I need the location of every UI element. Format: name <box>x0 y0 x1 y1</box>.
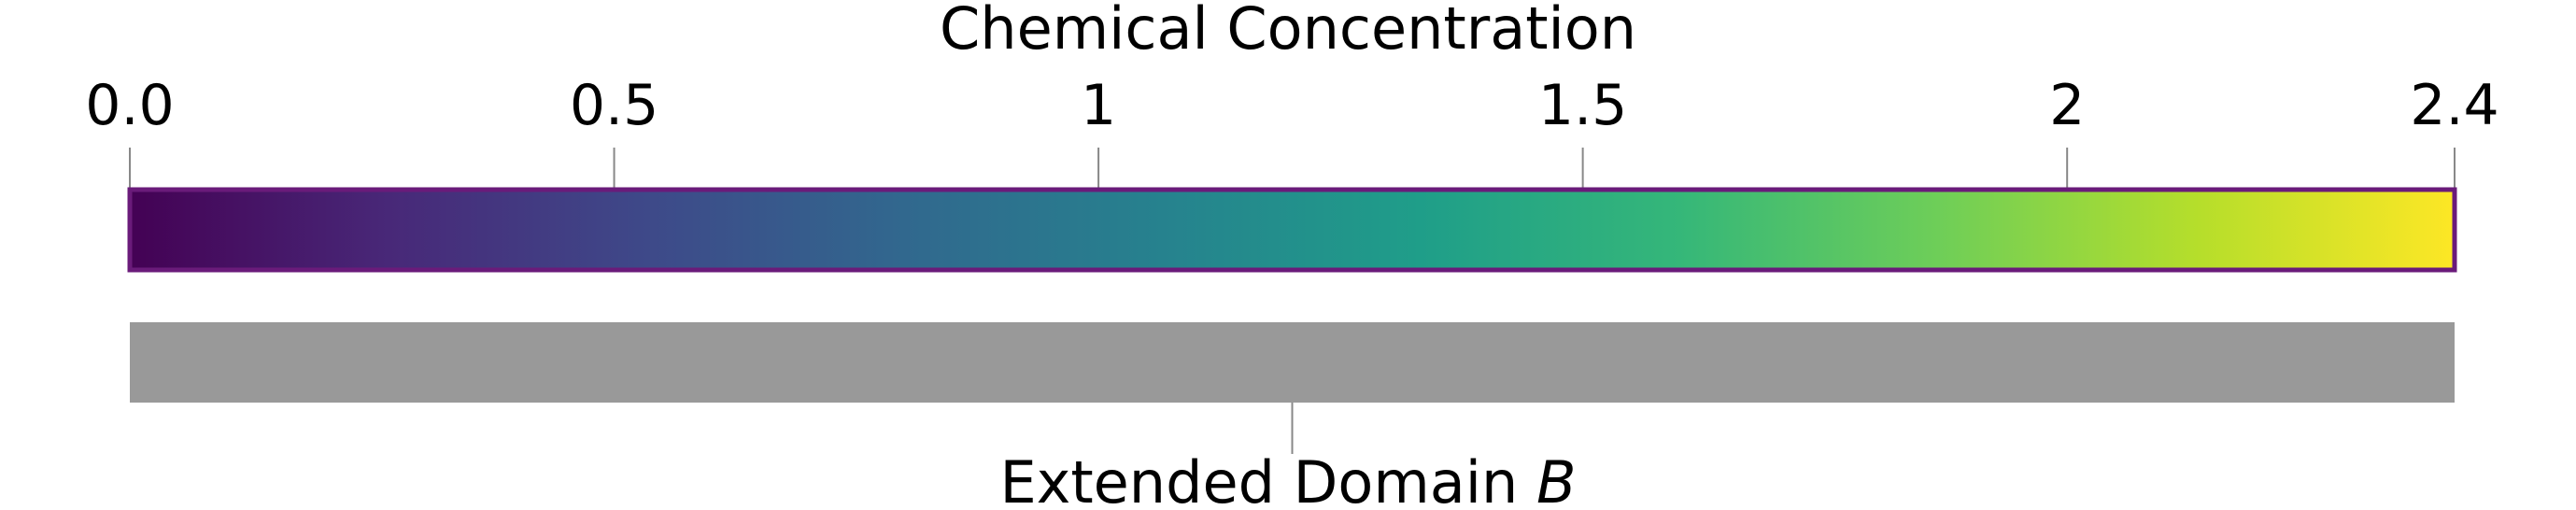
colorbar-tick-label: 1 <box>1081 73 1116 138</box>
colorbar-title: Chemical Concentration <box>940 0 1636 63</box>
extended-domain-bar <box>130 322 2455 403</box>
colorbar-tick-label: 2.4 <box>2410 73 2498 138</box>
colorbar-tick-label: 0.0 <box>85 73 174 138</box>
colorbar-tick-label: 2 <box>2049 73 2085 138</box>
extended-domain-label-prefix: Extended Domain <box>999 448 1536 510</box>
extended-domain-label: Extended Domain B <box>999 448 1576 510</box>
colorbar-tick-label: 0.5 <box>570 73 658 138</box>
extended-domain-label-symbol: B <box>1536 448 1577 510</box>
colorbar-gradient <box>127 187 2457 273</box>
colorbar-ticks: 0.0 0.5 1 1.5 2 2.4 <box>85 73 2499 190</box>
colorbar-tick-label: 1.5 <box>1538 73 1627 138</box>
